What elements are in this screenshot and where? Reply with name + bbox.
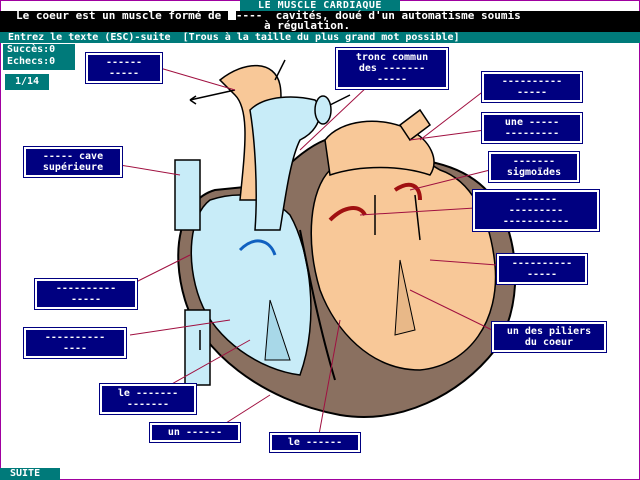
page-title: LE MUSCLE CARDIAQUE (240, 0, 400, 11)
question-text-before: Le coeur est un muscle formé de (16, 9, 228, 22)
label-6[interactable]: ------- sigmoïdes (488, 151, 580, 183)
label-7[interactable]: ------- --------- ----------- (472, 189, 600, 232)
label-13[interactable]: un ------ (149, 422, 241, 443)
question-counter: 1/14 (3, 72, 51, 92)
papillary-muscle (394, 259, 416, 336)
question-line-1: Le coeur est un muscle formé de ---- cav… (16, 9, 521, 22)
label-8[interactable]: ---------- ----- (496, 253, 588, 285)
suite-button[interactable]: SUITE (0, 468, 60, 480)
label-5[interactable]: ----- cave supérieure (23, 146, 123, 178)
papillary-muscle-right (264, 299, 291, 361)
score-panel: Succès:0 Echecs:0 (3, 44, 75, 70)
instruction-bar: Entrez le texte (ESC)-suite [Trous à la … (0, 32, 640, 43)
aortic-valve (393, 182, 422, 201)
flow-arrows (189, 59, 421, 350)
label-11[interactable]: ---------- ---- (23, 327, 127, 359)
pulmonary-opening (314, 95, 332, 125)
question-banner: Le coeur est un muscle formé de ---- cav… (0, 9, 640, 32)
label-1[interactable]: ------ ----- (85, 52, 163, 84)
septum (299, 229, 336, 381)
question-text-after: ---- cavités, doué d'un automatisme soum… (235, 9, 521, 22)
success-count: Succès:0 (7, 44, 56, 55)
label-10[interactable]: un des piliers du coeur (491, 321, 607, 353)
label-9[interactable]: ---------- ----- (34, 278, 138, 310)
label-2[interactable]: tronc commun des ------- ----- (335, 47, 449, 90)
instruction-text: Entrez le texte (ESC)-suite [Trous à la … (8, 32, 460, 43)
pulmonary-vein (398, 108, 432, 142)
failure-count: Echecs:0 (7, 56, 56, 67)
mitral-valve (328, 206, 367, 222)
question-line-2: à régulation. (264, 19, 351, 32)
label-4[interactable]: une ----- --------- (481, 112, 583, 144)
inferior-vena-cava (184, 309, 211, 386)
label-14[interactable]: le ------ (269, 432, 361, 453)
superior-vena-cava (174, 159, 201, 231)
label-12[interactable]: le ------- ------- (99, 383, 197, 415)
label-3[interactable]: ---------- ----- (481, 71, 583, 103)
text-cursor[interactable] (227, 11, 236, 20)
tricuspid-valve (238, 239, 277, 256)
pulmonary-trunk (249, 96, 321, 231)
